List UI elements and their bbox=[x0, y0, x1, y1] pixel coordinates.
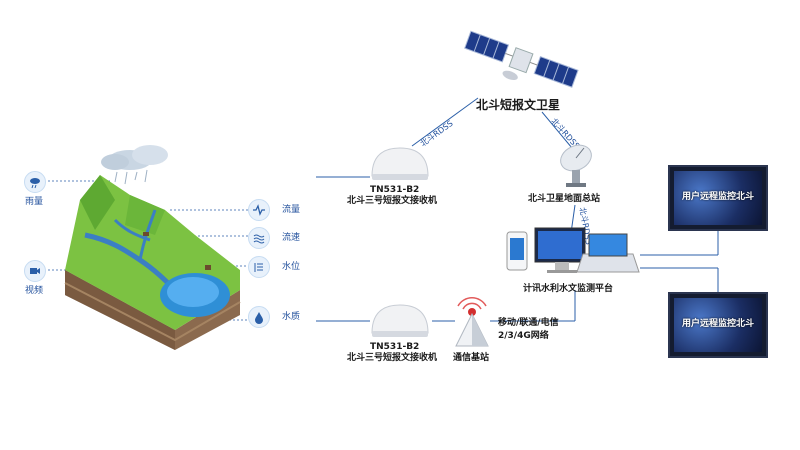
cloud-icon bbox=[101, 145, 168, 185]
satellite-dish-icon bbox=[560, 144, 592, 187]
satellite-label: 北斗短报文卫星 bbox=[476, 98, 561, 112]
video-label: 视频 bbox=[25, 286, 44, 296]
receiver-top-name: 北斗三号短报文接收机 bbox=[347, 196, 438, 206]
pulse-icon bbox=[253, 204, 265, 216]
line-sat-to-receiver bbox=[411, 97, 479, 147]
waves-icon bbox=[253, 234, 265, 244]
quality-label: 水质 bbox=[282, 312, 301, 322]
level-icon bbox=[254, 263, 263, 272]
flow-sensor bbox=[248, 199, 270, 221]
remote-monitor-bottom: 用户远程监控北斗 bbox=[668, 292, 768, 358]
level-sensor bbox=[248, 256, 270, 278]
ground-station-label: 北斗卫星地面总站 bbox=[528, 194, 601, 204]
network-line2: 2/3/4G网络 bbox=[498, 331, 549, 341]
line-sat-to-ground bbox=[541, 111, 573, 149]
base-station-label: 通信基站 bbox=[453, 353, 490, 363]
remote-monitor-top: 用户远程监控北斗 bbox=[668, 165, 768, 231]
platform-label: 计讯水利水文监测平台 bbox=[523, 284, 614, 294]
cloud-rain-icon bbox=[30, 178, 40, 189]
receiver-dome-bottom bbox=[371, 304, 429, 337]
flow-label: 流量 bbox=[282, 205, 301, 215]
base-station-icon bbox=[455, 297, 489, 347]
receiver-bottom-model: TN531-B2 bbox=[370, 342, 420, 352]
monitor-bottom-caption: 用户远程监控北斗 bbox=[681, 319, 754, 329]
receiver-top-model: TN531-B2 bbox=[370, 185, 420, 195]
receiver-bottom-name: 北斗三号短报文接收机 bbox=[347, 353, 438, 363]
monitor-top-caption: 用户远程监控北斗 bbox=[681, 192, 754, 202]
platform-devices bbox=[506, 227, 640, 273]
satellite-icon bbox=[464, 30, 579, 88]
receiver-dome-top bbox=[371, 147, 429, 180]
terrain-illustration bbox=[64, 145, 241, 350]
velocity-sensor bbox=[248, 227, 270, 249]
water-drop-icon bbox=[255, 312, 263, 324]
velocity-label: 流速 bbox=[282, 233, 301, 243]
level-label: 水位 bbox=[282, 262, 301, 272]
rainfall-label: 雨量 bbox=[25, 197, 44, 207]
quality-sensor bbox=[248, 306, 270, 328]
rainfall-sensor bbox=[24, 171, 46, 193]
camera-icon bbox=[30, 268, 40, 274]
network-line1: 移动/联通/电信 bbox=[498, 318, 559, 328]
video-sensor bbox=[24, 260, 46, 282]
